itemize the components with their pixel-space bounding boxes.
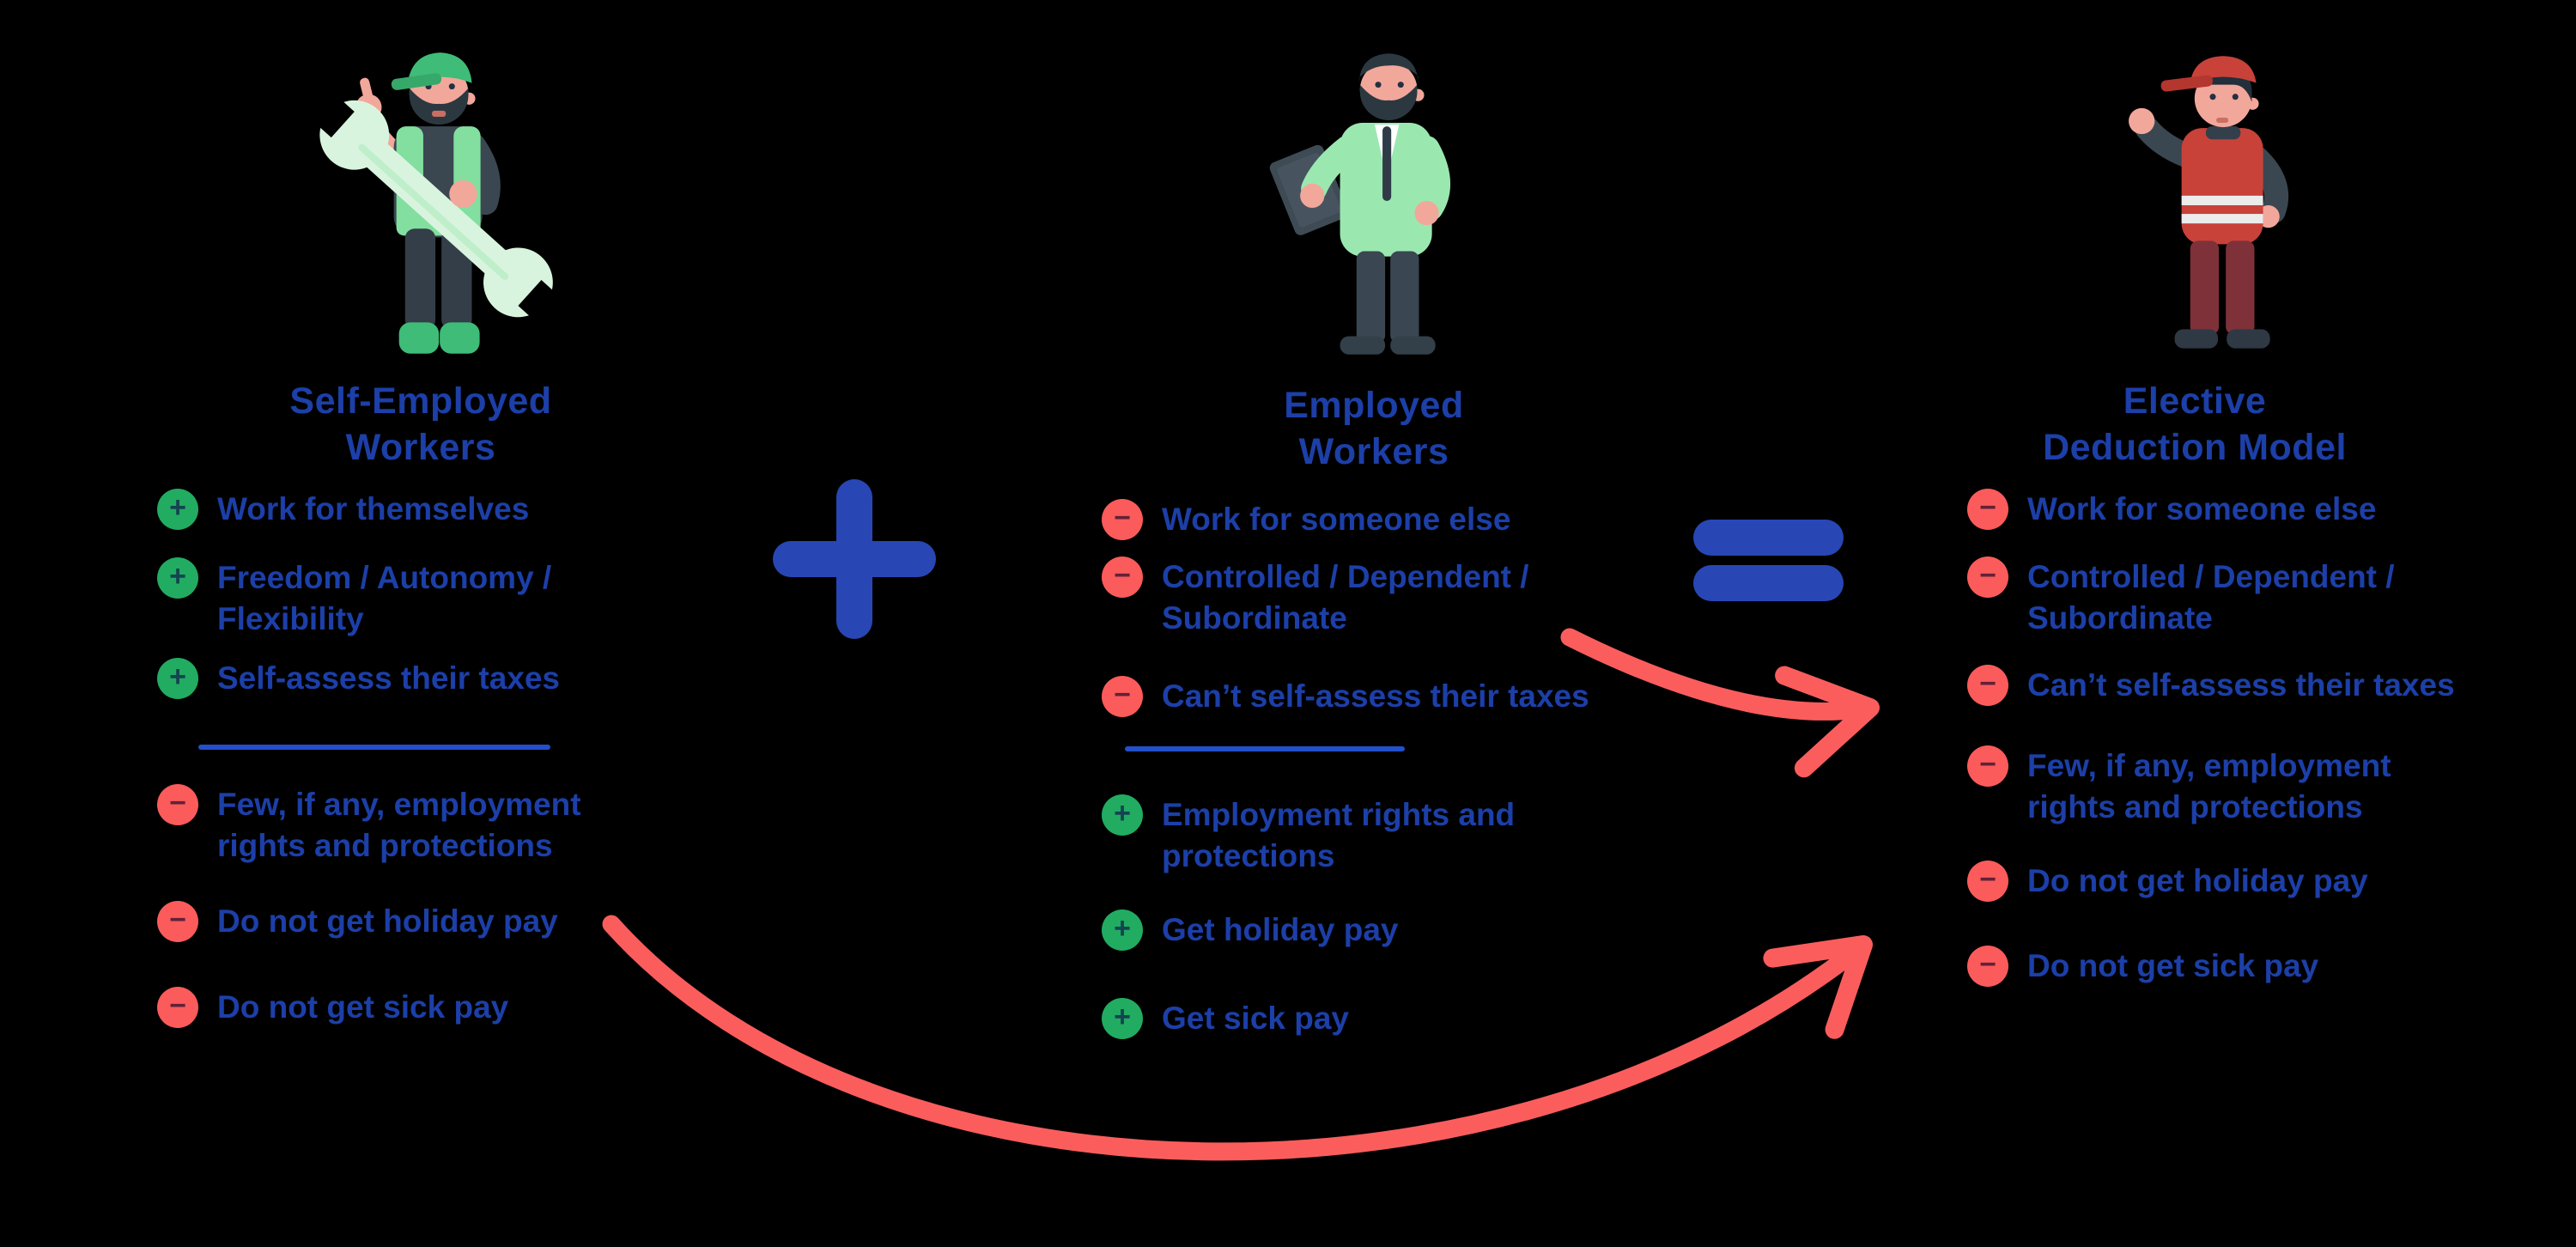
self-employed-worker-illustration [301,52,573,354]
minus-icon: − [1102,557,1143,598]
curved-arrow-employed-to-elective [1560,628,1880,778]
list-item-label: Can’t self-assess their taxes [2027,667,2455,703]
minus-icon: − [157,901,198,942]
list-item: + Work for themselves [157,489,529,530]
list-item-label: Do not get sick pay [217,989,509,1025]
title-line: Deduction Model [2043,427,2347,468]
list-item: − Few, if any, employment rights and pro… [157,784,647,867]
title-line: Workers [1298,431,1449,472]
list-item: − Can’t self-assess their taxes [1967,665,2455,706]
plus-icon: + [157,489,198,530]
list-item-label: Get sick pay [1162,1001,1350,1036]
section-divider [198,745,550,750]
list-item-label: Do not get holiday pay [217,903,558,939]
list-item-label: Employment rights and protections [1162,797,1516,873]
list-item: − Do not get sick pay [1967,946,2318,987]
list-item: + Get sick pay [1102,998,1349,1039]
column-title-elective-deduction-model: Elective Deduction Model [1889,378,2500,471]
tie [1382,126,1392,201]
green-boots [440,322,480,354]
list-item: − Controlled / Dependent / Subordinate [1967,557,2508,639]
list-item: − Work for someone else [1967,489,2376,530]
title-line: Self-Employed [289,380,552,422]
curved-arrow-self-employed-to-elective [602,915,1873,1161]
list-item-label: Do not get holiday pay [2027,863,2368,898]
list-item-label: Work for someone else [2027,491,2377,526]
list-item: + Self-assess their taxes [157,658,560,699]
list-item-label: Few, if any, employment rights and prote… [217,787,581,863]
minus-icon: − [1967,557,2008,598]
list-item: − Controlled / Dependent / Subordinate [1102,557,1643,639]
list-item-label: Controlled / Dependent / Subordinate [2027,559,2395,636]
elective-model-worker-illustration [2129,56,2289,349]
employed-worker-illustration [1269,53,1450,355]
list-item: − Can’t self-assess their taxes [1102,676,1589,717]
minus-icon: − [1967,745,2008,787]
column-title-employed: Employed Workers [1091,382,1657,475]
title-line: Elective [2123,380,2267,422]
minus-icon: − [1967,489,2008,530]
beard [1359,84,1418,121]
hair [1358,53,1419,85]
list-item-label: Get holiday pay [1162,912,1399,947]
minus-icon: − [157,784,198,825]
plus-icon: + [157,557,198,599]
list-item: − Work for someone else [1102,499,1510,540]
list-item-label: Can’t self-assess their taxes [1162,678,1589,714]
list-item-label: Work for themselves [217,491,530,526]
beard [409,88,469,125]
column-title-self-employed: Self-Employed Workers [129,378,713,471]
minus-icon: − [157,987,198,1028]
plus-icon: + [1102,998,1143,1039]
list-item: − Do not get sick pay [157,987,508,1028]
list-item-label: Work for someone else [1162,502,1511,537]
title-line: Workers [345,427,496,468]
minus-icon: − [1967,861,2008,902]
wrench [301,84,573,334]
list-item-label: Do not get sick pay [2027,948,2319,983]
list-item: + Employment rights and protections [1102,794,1591,877]
minus-icon: − [1967,665,2008,706]
list-item-label: Few, if any, employment rights and prote… [2027,748,2391,824]
minus-icon: − [1102,499,1143,540]
list-item-label: Freedom / Autonomy / Flexibility [217,560,552,636]
list-item-label: Controlled / Dependent / Subordinate [1162,559,1529,636]
minus-icon: − [1102,676,1143,717]
minus-icon: − [1967,946,2008,987]
list-item-label: Self-assess their taxes [217,660,561,696]
title-line: Employed [1284,385,1464,426]
list-item: + Get holiday pay [1102,909,1399,951]
plus-icon: + [1102,794,1143,836]
list-item: − Do not get holiday pay [1967,861,2368,902]
section-divider [1125,746,1405,751]
list-item: − Few, if any, employment rights and pro… [1967,745,2457,828]
plus-icon: + [1102,909,1143,951]
list-item: + Freedom / Autonomy / Flexibility [157,557,647,640]
plus-icon: + [157,658,198,699]
list-item: − Do not get holiday pay [157,901,558,942]
